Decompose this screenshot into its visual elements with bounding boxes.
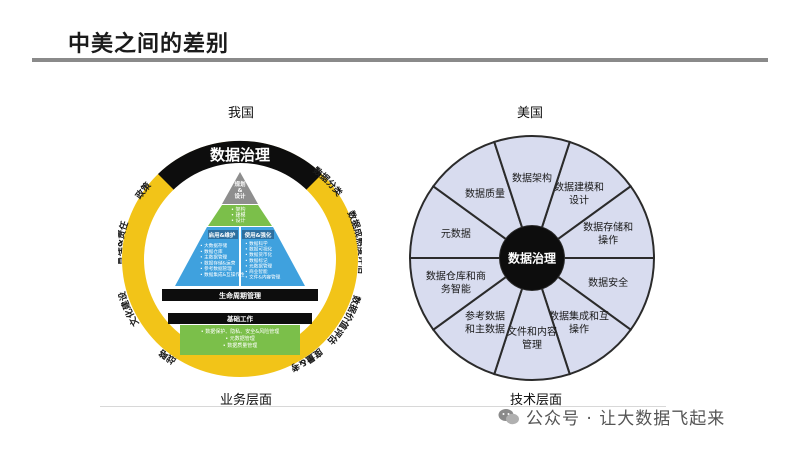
ring-inner	[144, 163, 336, 355]
wheel-label-line: 元数据	[441, 227, 471, 240]
text-line: • 数据可视化	[245, 246, 273, 253]
ring-title: 数据治理	[210, 146, 270, 164]
foundation-items: • 数据保护、隐私、安全&风险管理• 元数据管理• 数据质量管理	[201, 328, 279, 349]
pyramid-green-top	[208, 205, 272, 226]
text-line: • 元数据管理	[225, 335, 255, 342]
usa-caption: 美国	[517, 106, 544, 121]
text-line: • 商业智能	[245, 268, 268, 275]
text-line: • 数据科学	[245, 240, 268, 247]
pyramid-left-block	[175, 227, 239, 286]
wheel-label-line: 数据存储和	[583, 220, 633, 233]
left-block-items: • 大数据存储• 数据仓库• 主数据管理• 数据存储&运营• 参考数据管理• 数…	[200, 242, 245, 278]
wheel-center-label: 数据治理	[508, 251, 556, 266]
foundation-bar-label: 基础工作	[226, 314, 254, 323]
usa-governance-wheel: 数据建模和设计数据存储和操作数据安全数据集成和互操作文件和内容管理参考数据和主数…	[408, 135, 656, 381]
left-block-head-bg	[208, 230, 238, 239]
wheel-label-line: 设计	[569, 193, 589, 206]
china-governance-diagram: 数据治理 战略 文化建设 管理&责任 政策 数据分类 数据成熟度评估 数据价值评…	[118, 126, 362, 377]
china-footer: 业务层面	[220, 393, 273, 408]
text-line: • 数据标记	[245, 257, 268, 264]
ring-top-black-arc	[158, 140, 322, 192]
wheel-segment-label: 数据质量	[465, 187, 505, 200]
text-line: &	[238, 188, 243, 194]
wheel-segment-label: 文件和内容管理	[507, 325, 557, 351]
wheel-label-line: 操作	[598, 233, 618, 246]
text-line: • 大数据存储	[200, 242, 228, 249]
wheel-segment-label: 数据架构	[512, 172, 552, 185]
wheel-label-line: 数据集成和互	[549, 310, 609, 323]
right-block-items: • 数据科学• 数据可视化• 数据货币化• 数据标记• 元数据管理• 商业智能•…	[245, 240, 281, 281]
china-caption: 我国	[228, 106, 255, 121]
watermark: 公众号 · 让大数据飞起来	[498, 404, 725, 429]
apex-label: 规划&设计	[234, 180, 246, 200]
title-divider	[32, 58, 768, 62]
text-line: • 数据仓库	[200, 248, 223, 255]
lifecycle-bar	[162, 289, 318, 301]
wheel-label-line: 管理	[522, 338, 542, 351]
text-line: • 参考数据管理	[200, 265, 232, 272]
foundation-block	[180, 325, 300, 355]
bottom-divider	[100, 406, 666, 407]
green-top-items: • 架构• 建模• 设计	[231, 206, 246, 224]
usa-footer: 技术层面	[510, 393, 563, 408]
wheel-segment-label: 数据安全	[588, 276, 628, 289]
wheel-segment-label: 数据建模和设计	[554, 180, 604, 206]
text-line: • 数据保护、隐私、安全&风险管理	[201, 328, 279, 335]
pyramid-apex	[222, 172, 258, 204]
wheel-segment-label: 数据仓库和商务智能	[426, 270, 486, 296]
wheel-label-line: 数据建模和	[554, 180, 604, 193]
wheel-label-line: 数据质量	[465, 187, 505, 200]
lifecycle-bar-label: 生命周期管理	[219, 291, 261, 300]
right-block-head-bg	[242, 230, 274, 239]
wheel-segment-label: 数据存储和操作	[583, 220, 633, 246]
foundation-bar	[168, 313, 312, 324]
wheel-segment-label: 数据集成和互操作	[549, 310, 609, 336]
wheel-label-line: 操作	[569, 323, 589, 336]
wheel-label-line: 数据仓库和商	[426, 270, 486, 283]
pyramid-right-block	[241, 227, 305, 286]
text-line: • 主数据管理	[200, 254, 228, 261]
page-title: 中美之间的差别	[68, 32, 230, 57]
text-line: • 数据集成&互操作性	[200, 271, 245, 278]
wheel-label-line: 文件和内容	[507, 325, 557, 338]
wheel-label-line: 数据安全	[588, 276, 628, 289]
wheel-segment-label: 元数据	[441, 227, 471, 240]
text-line: • 数据质量管理	[223, 342, 258, 349]
text-line: • 设计	[231, 217, 246, 224]
text-line: • 文件&内容管理	[245, 274, 281, 281]
wheel-segment-label: 参考数据和主数据	[465, 310, 505, 336]
right-block-heading: 使用&强化	[244, 231, 272, 239]
text-line: 设计	[234, 192, 246, 200]
text-line: • 数据存储&运营	[200, 259, 236, 266]
wechat-icon	[498, 408, 519, 424]
wheel-label-line: 参考数据	[465, 310, 505, 323]
wheel-label-line: 数据架构	[512, 172, 552, 185]
text-line: 规划	[234, 180, 246, 188]
left-block-heading: 启用&维护	[209, 231, 236, 239]
text-line: • 数据货币化	[245, 251, 273, 258]
text-line: • 建模	[231, 212, 246, 219]
watermark-text: 公众号 · 让大数据飞起来	[526, 409, 726, 429]
text-line: • 架构	[231, 206, 246, 213]
text-line: • 元数据管理	[245, 262, 273, 269]
wheel-label-line: 和主数据	[465, 323, 505, 336]
wheel-label-line: 务智能	[441, 283, 471, 296]
wheel-center	[500, 226, 564, 290]
